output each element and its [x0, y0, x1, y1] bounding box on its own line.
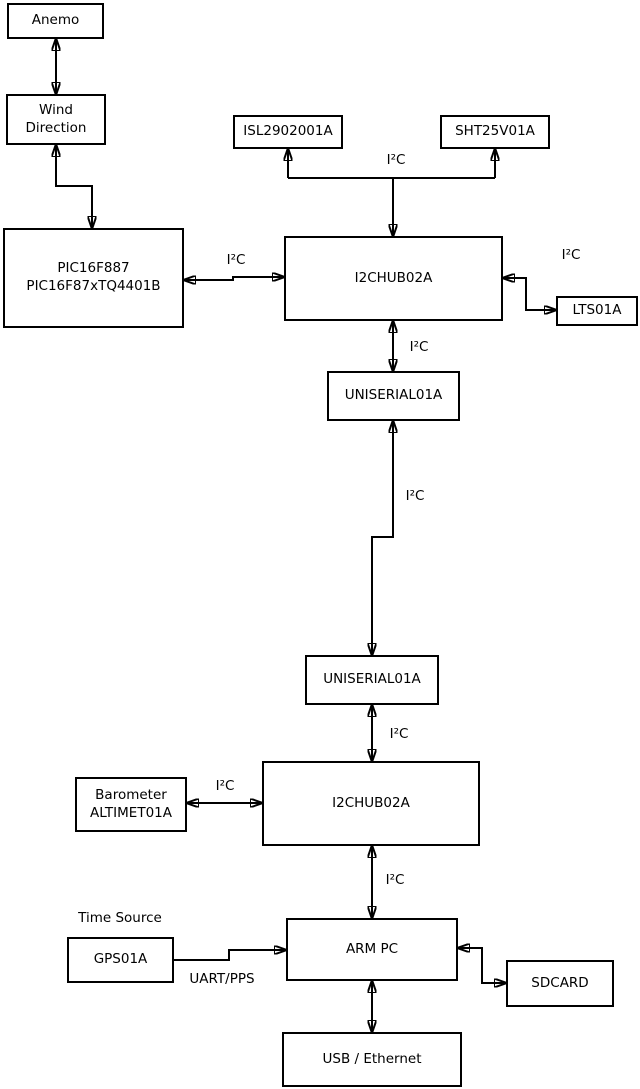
node-arm-pc: ARM PC [286, 918, 458, 981]
node-gps01a-label: GPS01A [93, 951, 148, 968]
connector-gps-armpc [174, 950, 286, 961]
connector-wind-pic [56, 145, 92, 228]
connector-pic-hub1 [184, 277, 284, 280]
i2c-label-pic-hub1: I²C [226, 252, 246, 268]
node-lts01a: LTS01A [556, 296, 638, 326]
connector-armpc-sdcard [458, 948, 506, 983]
node-pic16f887-label-line2: PIC16F87xTQ4401B [26, 278, 161, 294]
node-barometer-altimet01a: Barometer ALTIMET01A [75, 777, 187, 832]
node-isl2902001a: ISL2902001A [233, 115, 343, 149]
node-uniserial01a-2: UNISERIAL01A [305, 655, 439, 705]
node-anemo: Anemo [7, 3, 104, 39]
node-wind-direction-label-line2: Direction [25, 119, 87, 136]
node-isl2902001a-label: ISL2902001A [243, 123, 333, 140]
node-sdcard-label: SDCARD [531, 974, 589, 991]
i2c-label-barometer-hub2: I²C [215, 778, 235, 794]
node-pic16f887: PIC16F887 PIC16F87xTQ4401B [3, 228, 184, 328]
node-wind-direction-label-line1: Wind [39, 101, 73, 118]
i2c-label-hub1-uniserial1: I²C [409, 339, 429, 355]
i2c-label-hub2-armpc: I²C [385, 872, 405, 888]
node-pic16f887-label-line1: PIC16F887 [57, 260, 130, 277]
node-anemo-label: Anemo [31, 12, 80, 29]
connector-hub1-lts [503, 278, 556, 310]
uart-pps-label: UART/PPS [189, 971, 255, 987]
node-lts01a-label: LTS01A [572, 302, 622, 319]
node-i2chub02a-2: I2CHUB02A [262, 761, 480, 846]
node-wind-direction: Wind Direction [6, 94, 106, 145]
node-usb-ethernet-label: USB / Ethernet [322, 1050, 422, 1067]
i2c-label-hub1-lts: I²C [561, 247, 581, 263]
time-source-label: Time Source [78, 910, 162, 926]
node-arm-pc-label: ARM PC [345, 940, 399, 957]
node-usb-ethernet: USB / Ethernet [282, 1032, 462, 1087]
node-uniserial01a-1-label: UNISERIAL01A [344, 387, 443, 404]
i2c-label-sensor-bus: I²C [386, 152, 406, 168]
node-uniserial01a-1: UNISERIAL01A [327, 371, 460, 421]
connector-uniserial1-uniserial2 [372, 421, 393, 655]
node-uniserial01a-2-label: UNISERIAL01A [323, 671, 421, 688]
node-i2chub02a-1-label: I2CHUB02A [354, 269, 433, 286]
i2c-label-uniserial-link: I²C [405, 488, 425, 504]
node-sht25v01a-label: SHT25V01A [455, 123, 535, 140]
node-barometer-label-line2: ALTIMET01A [90, 804, 172, 821]
node-i2chub02a-1: I2CHUB02A [284, 236, 503, 321]
i2c-label-uniserial2-hub2: I²C [389, 726, 409, 742]
node-sdcard: SDCARD [506, 960, 614, 1007]
node-barometer-label-line1: Barometer [95, 786, 167, 803]
node-sht25v01a: SHT25V01A [440, 115, 550, 149]
node-i2chub02a-2-label: I2CHUB02A [332, 794, 410, 811]
node-gps01a: GPS01A [67, 937, 174, 983]
